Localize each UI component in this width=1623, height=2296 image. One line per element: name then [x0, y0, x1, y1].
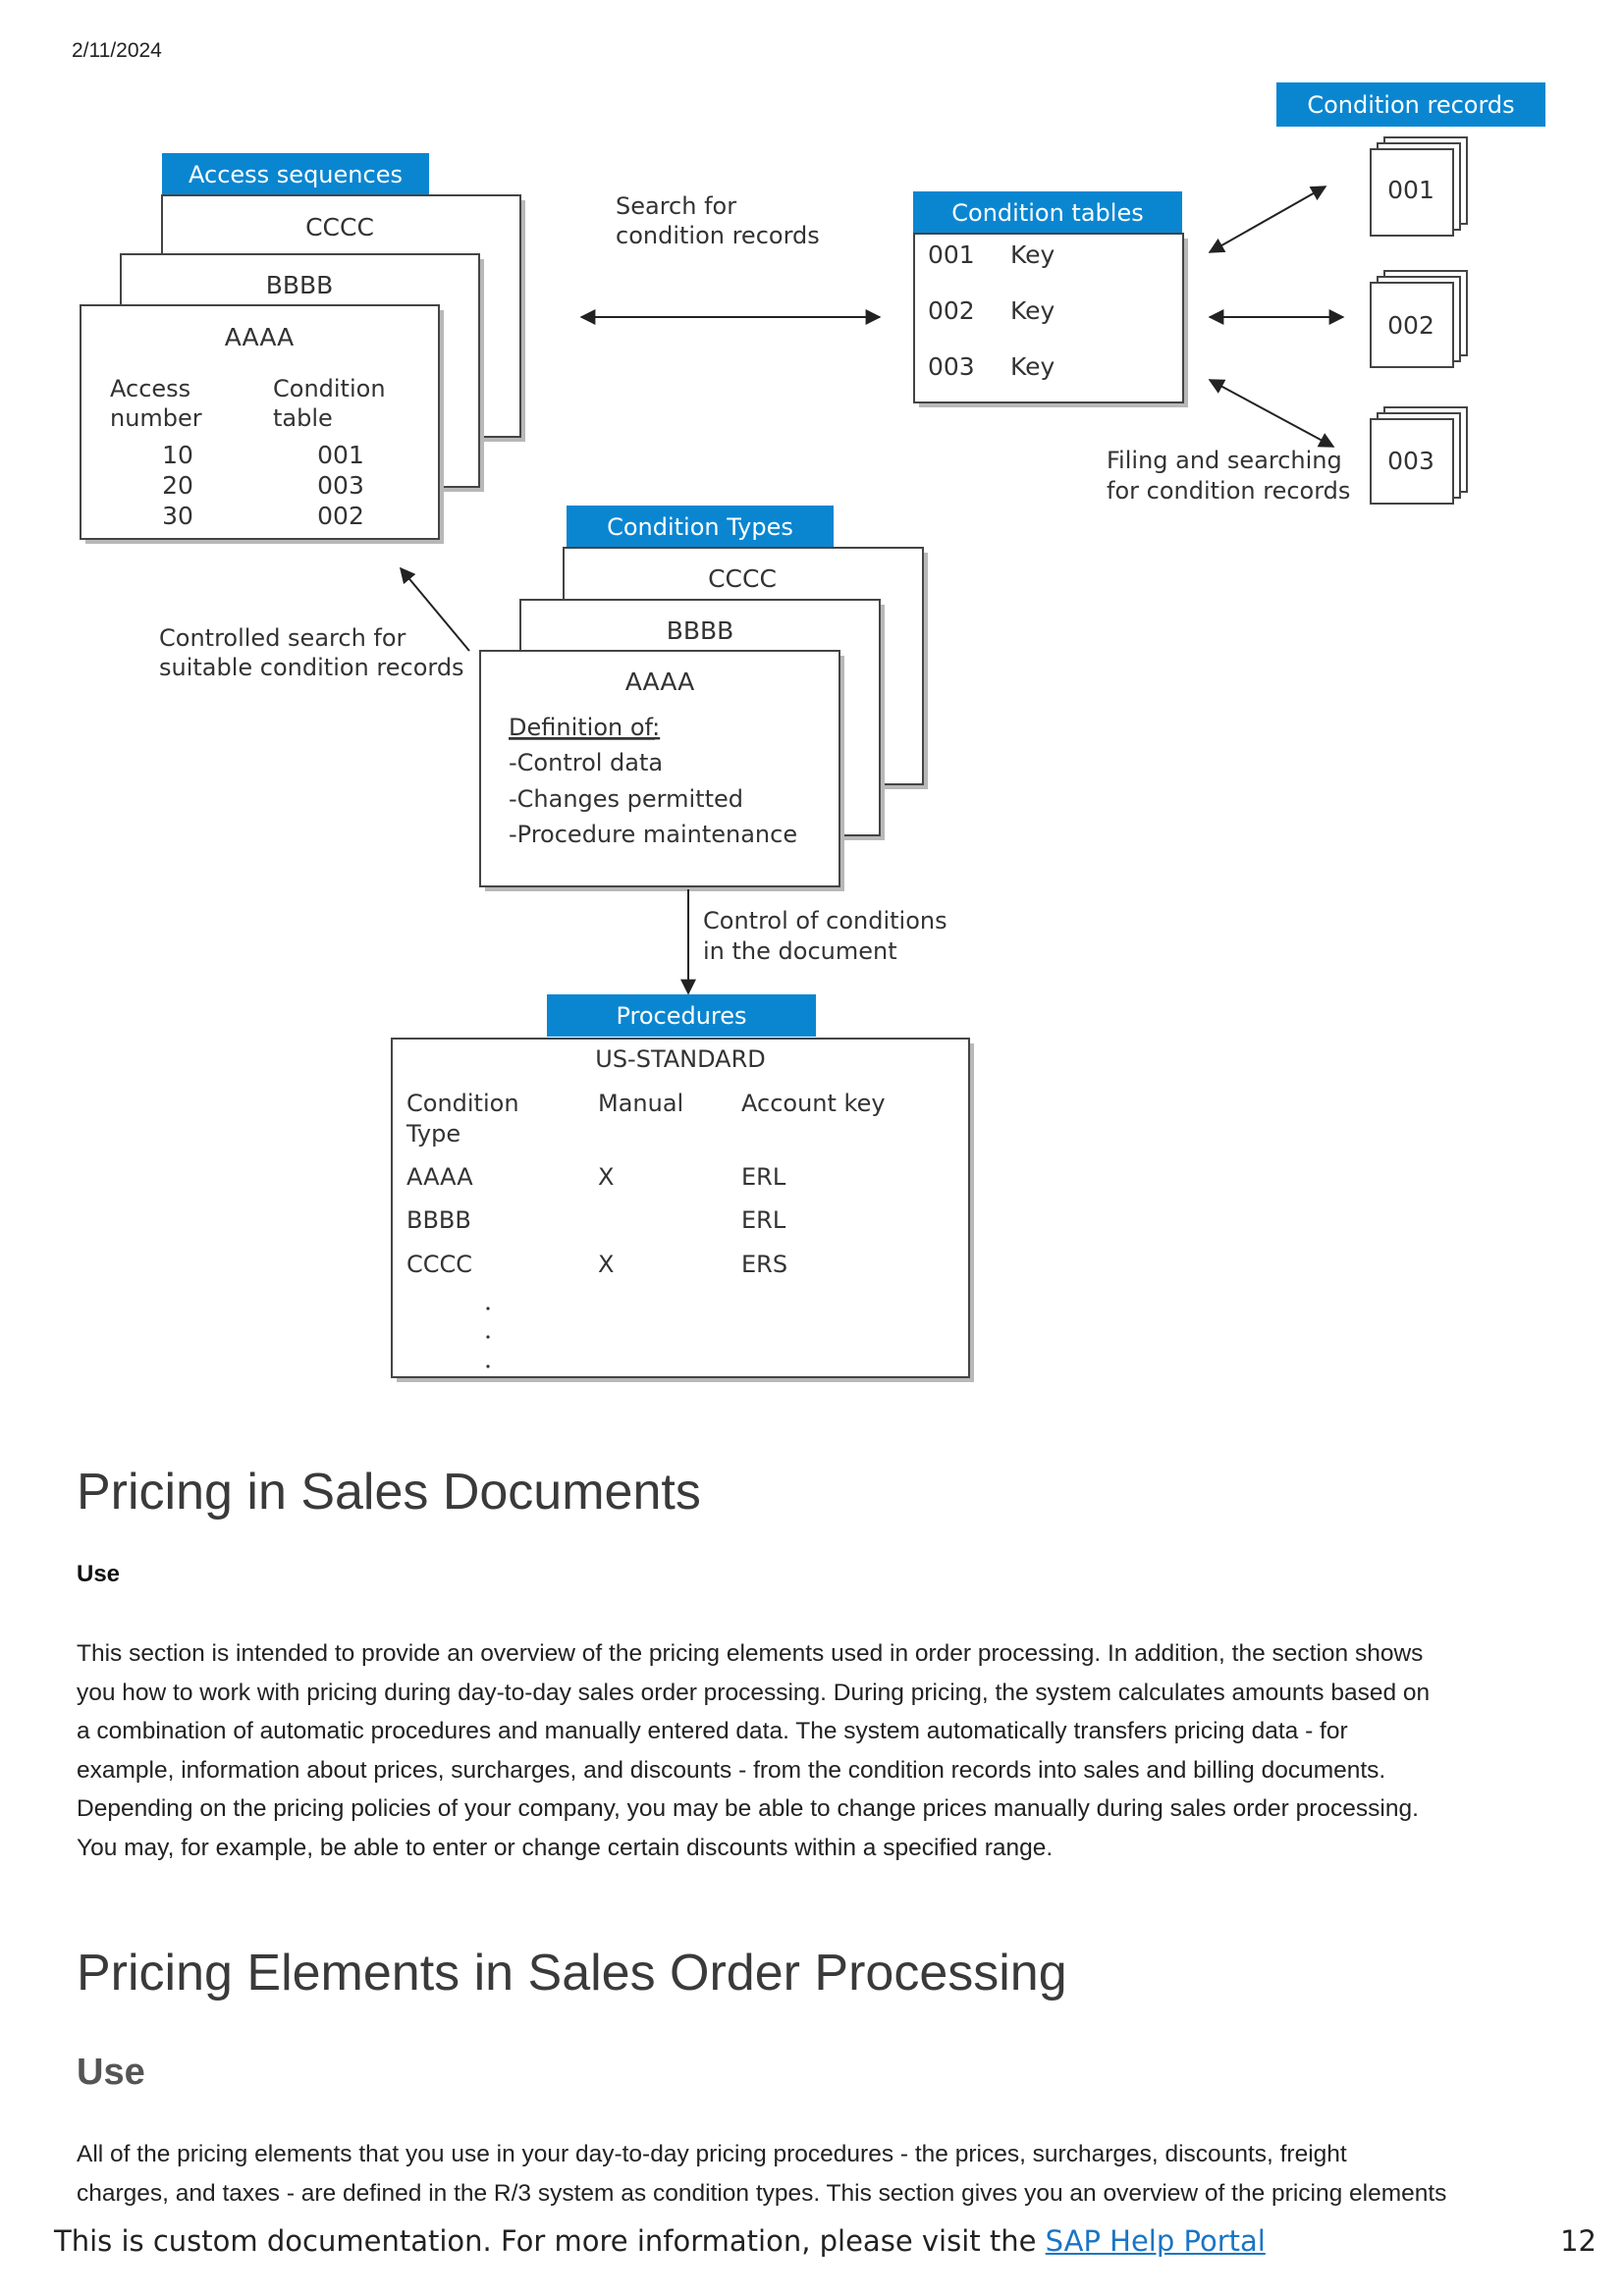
condition-records-header-bar [1276, 82, 1545, 127]
records-arrow-003 [1208, 379, 1335, 448]
controlled-search-label-line2: suitable condition records [159, 654, 464, 681]
condition-records: Condition records 001 002 003 [1276, 82, 1545, 505]
access-number-value: 20 [162, 471, 193, 500]
condition-table-key: Key [1010, 352, 1055, 381]
condition-record-label: 001 [1387, 176, 1434, 204]
condition-tables-box: Condition tables 001 Key 002 Key 003 Key [913, 191, 1188, 407]
condition-records-header: Condition records [1307, 91, 1514, 119]
procedure-row-manual: X [598, 1251, 614, 1278]
condition-table-number: 001 [928, 240, 975, 269]
section-title-pricing-elements: Pricing Elements in Sales Order Processi… [77, 1945, 1067, 2002]
condition-record-label: 002 [1387, 311, 1434, 340]
control-label-line2: in the document [703, 937, 897, 965]
paragraph-line: This section is intended to provide an o… [77, 1640, 1424, 1667]
access-number-value: 30 [162, 502, 193, 530]
procedure-row-account: ERS [741, 1251, 787, 1278]
paragraph-line: You may, for example, be able to enter o… [77, 1834, 1054, 1861]
condition-table-number: 002 [928, 296, 975, 325]
access-number-header-line1: Access [110, 375, 190, 402]
condition-types-header: Condition Types [607, 513, 793, 541]
page-number: 12 [1560, 2224, 1596, 2258]
procedure-col-type-line2: Type [406, 1120, 460, 1148]
control-label-line1: Control of conditions [703, 907, 947, 934]
access-sequence-card-aaaa [80, 304, 440, 540]
filing-label-line1: Filing and searching [1107, 447, 1342, 474]
condition-table-value: 003 [317, 471, 364, 500]
condition-record-stack-003: 003 [1370, 406, 1468, 505]
procedure-row-account: ERL [741, 1206, 786, 1234]
procedure-col-account: Account key [741, 1090, 886, 1117]
access-number-value: 10 [162, 441, 193, 469]
procedures-box: Procedures US-STANDARD Condition Type Ma… [391, 994, 974, 1382]
section-subheading-use: Use [77, 2052, 145, 2093]
condition-types-stack: Condition Types CCCC BBBB AAAA Definitio… [479, 506, 928, 891]
footer-text: This is custom documentation. For more i… [54, 2224, 1046, 2258]
section-subheading-use: Use [77, 1561, 121, 1587]
condition-type-label-bbbb: BBBB [667, 616, 734, 645]
controlled-search-arrow [399, 566, 470, 652]
paragraph-line: you how to work with pricing during day-… [77, 1679, 1431, 1706]
procedure-row-manual: X [598, 1163, 614, 1191]
condition-tables-header-bar [913, 191, 1182, 234]
procedure-row-type: BBBB [406, 1206, 471, 1234]
condition-record-stack-001: 001 [1370, 136, 1468, 237]
condition-table-key: Key [1010, 296, 1055, 325]
controlled-search-label-line1: Controlled search for [159, 624, 406, 652]
paragraph-line: charges, and taxes - are defined in the … [77, 2179, 1447, 2207]
condition-table-value: 002 [317, 502, 364, 530]
procedures-header-bar [547, 994, 816, 1037]
access-sequence-label-aaaa: AAAA [225, 323, 295, 351]
section-paragraph: This section is intended to provide an o… [77, 1634, 1569, 1867]
procedure-col-type-line1: Condition [406, 1090, 519, 1117]
section-title-pricing-in-sales-documents: Pricing in Sales Documents [77, 1464, 701, 1521]
continuation-dot [486, 1364, 490, 1368]
condition-record-stack-002: 002 [1370, 270, 1468, 368]
continuation-dot [486, 1335, 490, 1339]
paragraph-line: a combination of automatic procedures an… [77, 1718, 1348, 1744]
condition-table-header-line1: Condition [273, 375, 386, 402]
access-sequences-stack: Access sequences CCCC BBBB AAAA Access n… [80, 153, 525, 544]
condition-table-header-line2: table [273, 404, 333, 432]
definition-title: Definition of: [509, 714, 660, 741]
procedure-col-manual: Manual [598, 1090, 683, 1117]
filing-label-line2: for condition records [1107, 477, 1350, 505]
procedure-name: US-STANDARD [595, 1045, 766, 1073]
definition-item: -Procedure maintenance [509, 821, 797, 848]
continuation-dot [486, 1307, 490, 1310]
access-sequences-header: Access sequences [189, 161, 403, 188]
sap-help-portal-link[interactable]: SAP Help Portal [1045, 2224, 1266, 2258]
condition-type-label-cccc: CCCC [708, 564, 777, 593]
definition-item: -Control data [509, 749, 663, 776]
condition-types-header-bar [567, 506, 834, 548]
paragraph-line: example, information about prices, surch… [77, 1756, 1386, 1784]
print-date: 2/11/2024 [72, 39, 162, 62]
procedure-row-type: CCCC [406, 1251, 472, 1278]
access-number-header-line2: number [110, 404, 202, 432]
pricing-architecture-diagram: Access sequences CCCC BBBB AAAA Access n… [80, 82, 1545, 1382]
search-label-line2: condition records [616, 222, 820, 249]
records-arrow-001 [1208, 186, 1327, 253]
procedure-row-account: ERL [741, 1163, 786, 1191]
search-label-line1: Search for [616, 192, 736, 220]
procedure-row-type: AAAA [406, 1163, 473, 1191]
section-paragraph: All of the pricing elements that you use… [77, 2135, 1569, 2213]
footer-note: This is custom documentation. For more i… [54, 2224, 1266, 2258]
condition-type-label-aaaa: AAAA [625, 667, 695, 696]
access-sequence-label-cccc: CCCC [305, 213, 374, 241]
condition-table-key: Key [1010, 240, 1055, 269]
condition-type-card-aaaa [479, 650, 840, 887]
condition-table-value: 001 [317, 441, 364, 469]
condition-table-number: 003 [928, 352, 975, 381]
paragraph-line: All of the pricing elements that you use… [77, 2141, 1347, 2167]
condition-record-label: 003 [1387, 447, 1434, 475]
procedures-header: Procedures [616, 1002, 746, 1030]
paragraph-line: Depending on the pricing policies of you… [77, 1795, 1419, 1822]
definition-item: -Changes permitted [509, 785, 743, 813]
condition-tables-header: Condition tables [951, 199, 1143, 227]
access-sequences-header-bar [162, 153, 429, 195]
access-sequence-label-bbbb: BBBB [266, 271, 334, 299]
